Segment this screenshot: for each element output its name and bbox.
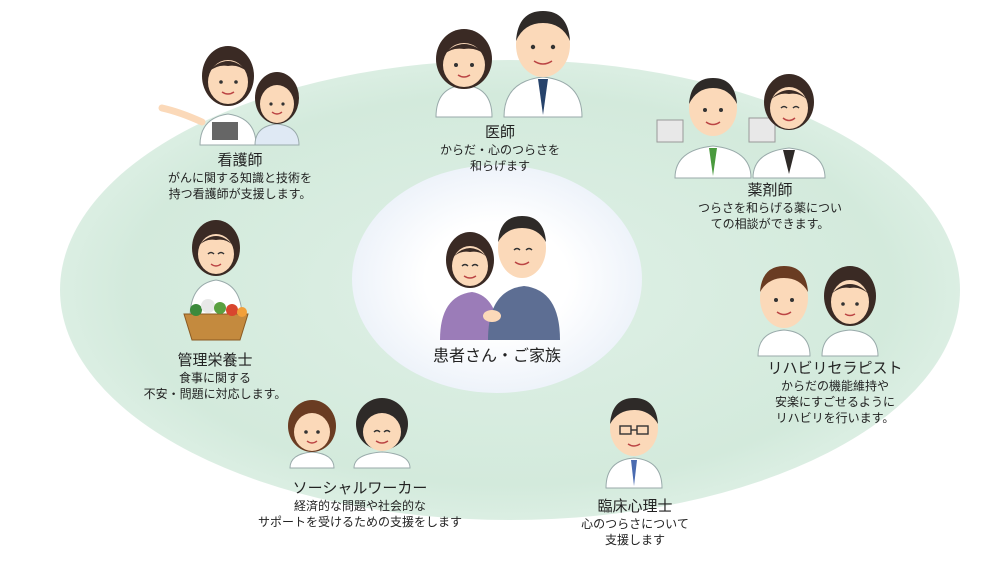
rehab-desc-line1: からだの機能維持や <box>740 378 930 394</box>
nurse-desc-line1: がんに関する知識と技術を <box>140 170 340 186</box>
doctor-label: 医師 からだ・心のつらさを 和らげます <box>395 122 605 174</box>
pharmacist-illustration <box>655 70 835 178</box>
doctor-desc-line1: からだ・心のつらさを <box>395 142 605 158</box>
pharmacist-desc-line2: ての相談ができます。 <box>675 216 865 232</box>
social-worker-title: ソーシャルワーカー <box>205 478 515 498</box>
doctor-desc-line2: 和らげます <box>395 158 605 174</box>
dietitian-illustration <box>180 218 252 342</box>
nurse-desc-line2: 持つ看護師が支援します。 <box>140 186 340 202</box>
social-worker-desc-line2: サポートを受けるための支援をします <box>205 514 515 530</box>
doctor-male-illustration <box>500 5 586 117</box>
pharmacist-label: 薬剤師 つらさを和らげる薬につい ての相談ができます。 <box>675 180 865 232</box>
psychologist-label: 臨床心理士 心のつらさについて 支援します <box>535 496 735 548</box>
rehab-desc-line3: リハビリを行います。 <box>740 410 930 426</box>
nurse-label: 看護師 がんに関する知識と技術を 持つ看護師が支援します。 <box>140 150 340 202</box>
rehab-title: リハビリセラピスト <box>740 358 930 378</box>
pharmacist-desc-line1: つらさを和らげる薬につい <box>675 200 865 216</box>
psychologist-title: 臨床心理士 <box>535 496 735 516</box>
doctor-title: 医師 <box>395 122 605 142</box>
nurse-illustration <box>160 40 310 145</box>
psychologist-desc-line2: 支援します <box>535 532 735 548</box>
social-worker-illustration <box>282 398 416 468</box>
dietitian-desc-line1: 食事に関する <box>120 370 310 386</box>
rehab-desc-line2: 安楽にすごせるように <box>740 394 930 410</box>
center-label: 患者さん・ご家族 <box>392 342 602 366</box>
dietitian-label: 管理栄養士 食事に関する 不安・問題に対応します。 <box>120 350 310 402</box>
psychologist-desc-line1: 心のつらさについて <box>535 516 735 532</box>
rehab-label: リハビリセラピスト からだの機能維持や 安楽にすごせるように リハビリを行います… <box>740 358 930 426</box>
rehab-therapist-illustration <box>752 260 884 356</box>
social-worker-label: ソーシャルワーカー 経済的な問題や社会的な サポートを受けるための支援をします <box>205 478 515 530</box>
pharmacist-title: 薬剤師 <box>675 180 865 200</box>
social-worker-desc-line1: 経済的な問題や社会的な <box>205 498 515 514</box>
doctor-female-illustration <box>428 25 500 117</box>
patient-family-illustration <box>438 212 562 340</box>
psychologist-illustration <box>600 396 668 488</box>
dietitian-title: 管理栄養士 <box>120 350 310 370</box>
nurse-title: 看護師 <box>140 150 340 170</box>
